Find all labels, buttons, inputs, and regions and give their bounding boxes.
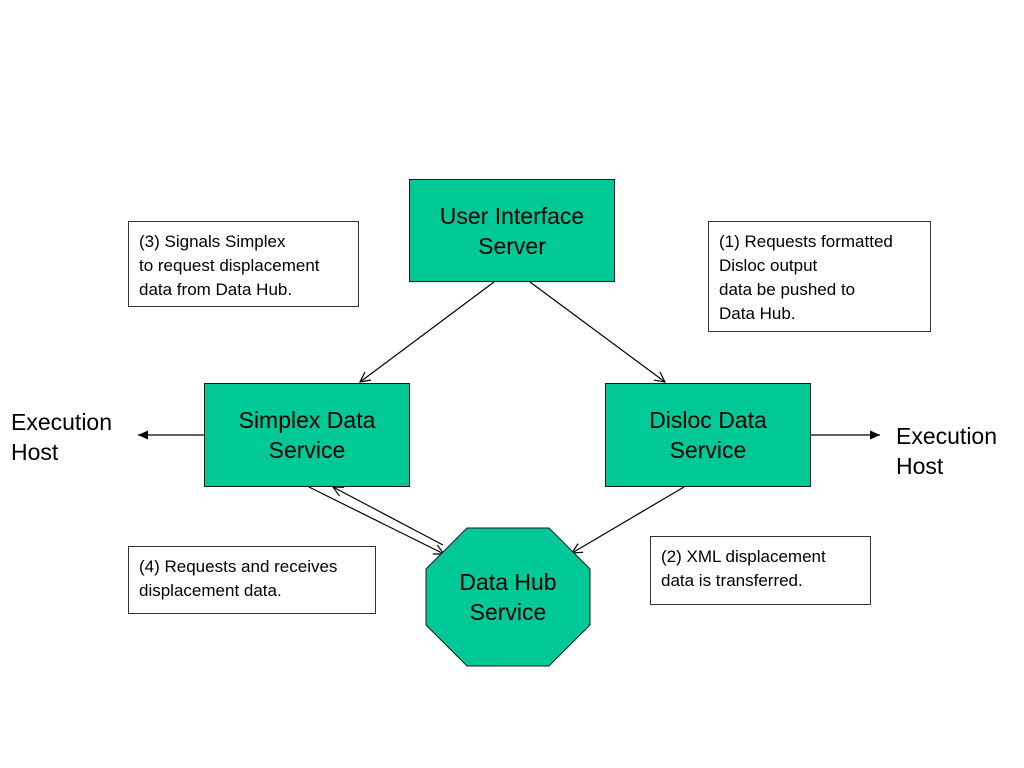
simplex-data-service-node[interactable]: Simplex Data Service <box>204 383 410 487</box>
disloc-data-service-node[interactable]: Disloc Data Service <box>605 383 811 487</box>
arrow-simplex-to-datahub <box>308 486 444 554</box>
note-step-1: (1) Requests formatted Disloc output dat… <box>708 221 931 332</box>
disloc-data-service-label-line1: Disloc Data <box>649 407 767 433</box>
note-step-2-line1: (2) XML displacement <box>661 547 826 566</box>
disloc-data-service-label-line2: Service <box>669 437 747 463</box>
data-hub-service-label-line1: Data Hub <box>459 569 557 595</box>
arrow-datahub-to-simplex <box>333 487 444 546</box>
note-step-3-line3: data from Data Hub. <box>139 280 293 299</box>
data-hub-service-node[interactable]: Data Hub Service <box>426 528 590 666</box>
simplex-data-service-label-line1: Simplex Data <box>238 407 376 433</box>
execution-host-right-line2: Host <box>896 453 944 479</box>
note-step-4-line2: displacement data. <box>139 581 282 600</box>
user-interface-server-node[interactable]: User Interface Server <box>409 179 615 282</box>
note-step-4: (4) Requests and receives displacement d… <box>128 546 376 614</box>
data-hub-octagon-shape <box>425 527 591 667</box>
note-step-1-line3: data be pushed to <box>719 280 856 299</box>
user-interface-server-label-line2: Server <box>478 232 546 259</box>
arrow-ui-to-disloc <box>529 281 665 382</box>
user-interface-server-label-line1: User Interface <box>439 202 585 229</box>
note-step-3-line1: (3) Signals Simplex <box>139 232 286 251</box>
execution-host-left-line2: Host <box>11 439 59 465</box>
execution-host-right-line1: Execution <box>896 423 998 449</box>
execution-host-right: Execution Host <box>896 421 997 481</box>
arrow-ui-to-simplex <box>360 281 495 382</box>
execution-host-left-line1: Execution <box>11 409 113 435</box>
arrow-disloc-to-datahub <box>572 486 685 553</box>
note-step-2-line2: data is transferred. <box>661 571 803 590</box>
note-step-3: (3) Signals Simplex to request displacem… <box>128 221 359 307</box>
note-step-2: (2) XML displacement data is transferred… <box>650 536 871 605</box>
note-step-1-line2: Disloc output <box>719 256 818 275</box>
note-step-4-line1: (4) Requests and receives <box>139 557 338 576</box>
note-step-3-line2: to request displacement <box>139 256 320 275</box>
simplex-data-service-label-line2: Service <box>268 437 346 463</box>
note-step-1-line1: (1) Requests formatted <box>719 232 893 251</box>
data-hub-service-label-line2: Service <box>469 599 547 625</box>
execution-host-left: Execution Host <box>11 407 112 467</box>
note-step-1-line4: Data Hub. <box>719 304 796 323</box>
